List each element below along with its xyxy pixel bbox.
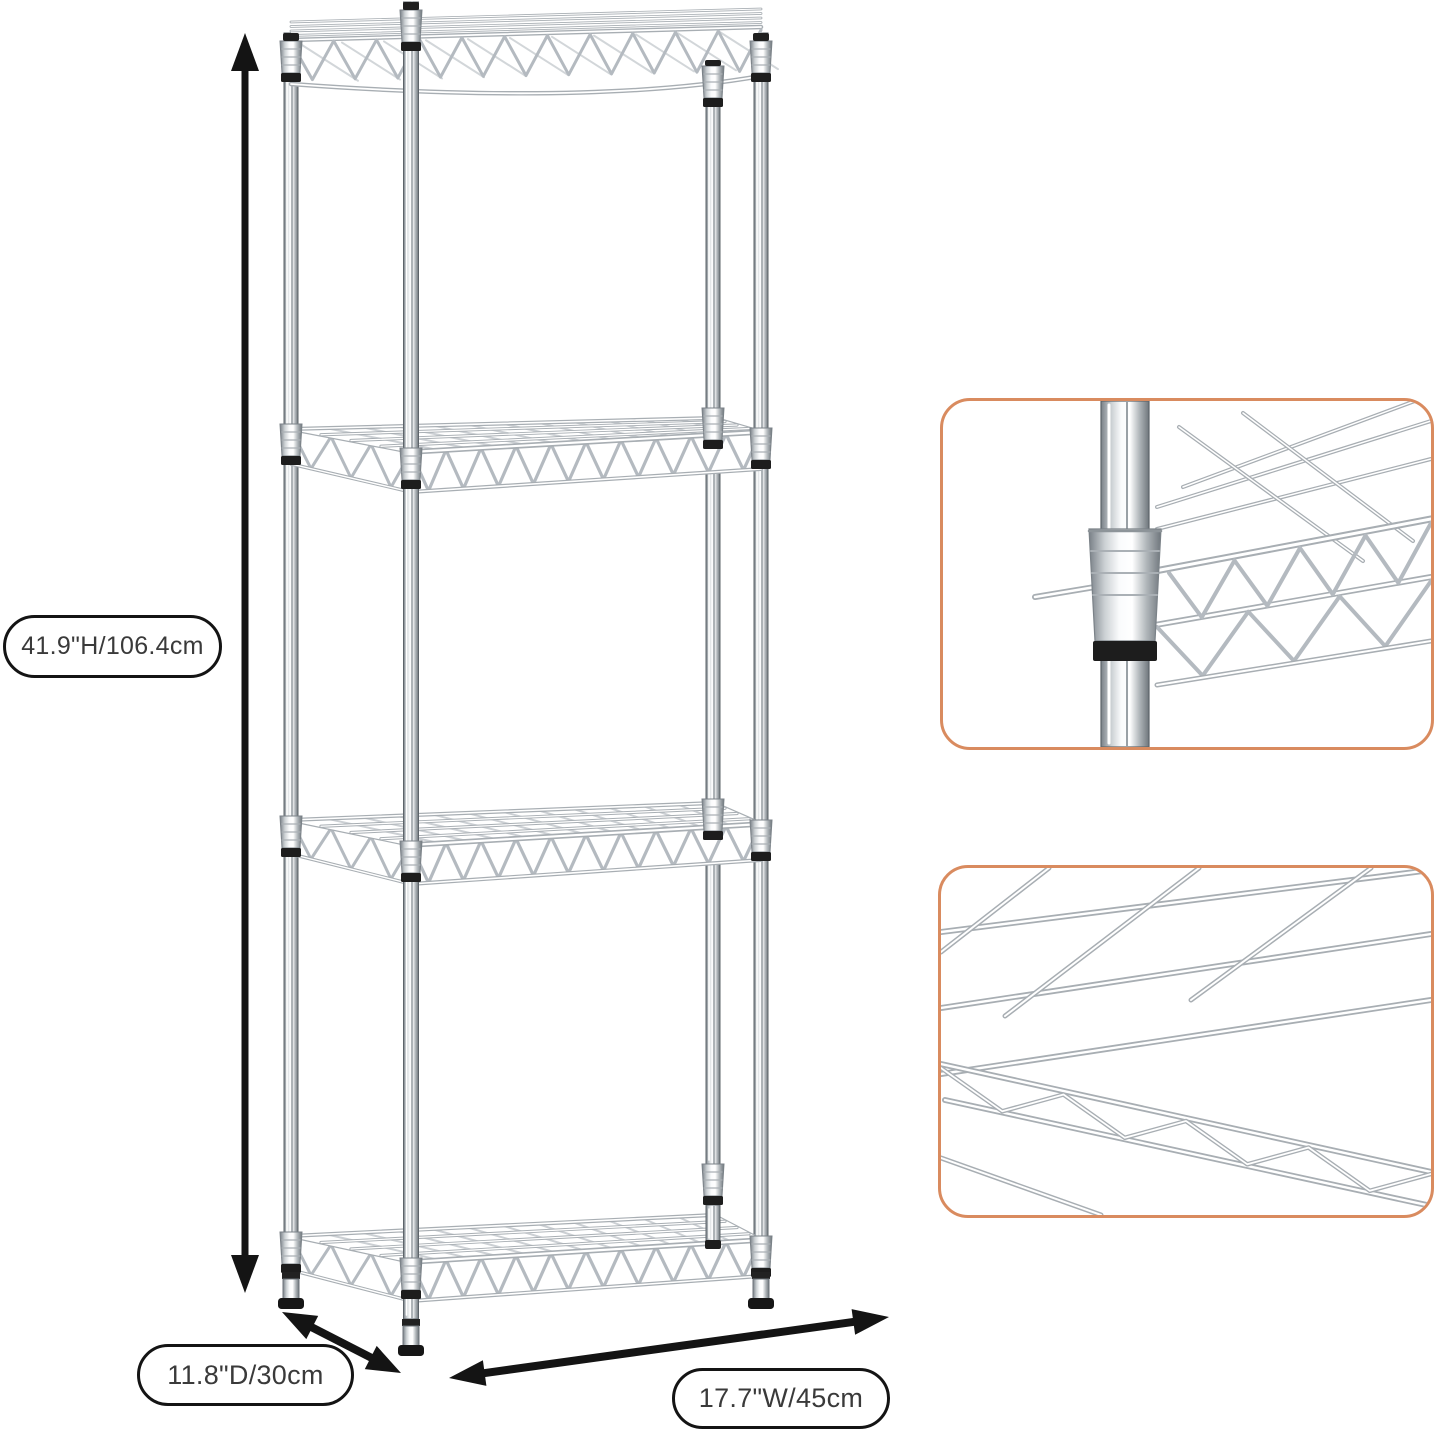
leveling-foot [398, 1319, 424, 1356]
shelf-pole-connector [749, 427, 773, 469]
shelf-pole-connector [749, 819, 773, 861]
pole-connector-callout [940, 398, 1434, 750]
shelf-pole-connector [399, 840, 423, 882]
shelf-pole-connector [279, 423, 303, 465]
height-dimension-label: 41.9"H/106.4cm [3, 615, 222, 678]
height-dimension-arrow [231, 33, 259, 1293]
shelving-unit [278, 1, 779, 1356]
shelf-pole-connector [701, 407, 725, 449]
shelf-pole-connector [749, 1235, 773, 1277]
leveling-foot [748, 1272, 774, 1309]
shelf-pole-connector [279, 1231, 303, 1273]
depth-dimension-arrow [282, 1312, 401, 1373]
depth-dimension-label: 11.8"D/30cm [137, 1344, 354, 1406]
shelf-pole-connector [279, 40, 303, 82]
shelf-pole-connector [279, 815, 303, 857]
width-dimension-label: 17.7"W/45cm [672, 1368, 890, 1429]
shelf-pole-connector [749, 40, 773, 82]
shelf-pole-connector [399, 9, 423, 51]
pole-connector-detail-illustration [1032, 401, 1431, 747]
wire-mesh-callout [938, 865, 1434, 1218]
shelf-pole-connector [399, 447, 423, 489]
shelf-pole-connector [399, 1257, 423, 1299]
wire-mesh-detail-illustration [941, 868, 1431, 1215]
shelf-pole-connector [701, 65, 725, 107]
width-dimension-arrow [449, 1309, 889, 1386]
leveling-foot [278, 1272, 304, 1309]
shelf [289, 416, 764, 494]
shelf-pole-connector [701, 798, 725, 840]
shelf-pole-connector [701, 1163, 725, 1205]
shelf [289, 801, 764, 886]
shelf [289, 1213, 764, 1303]
